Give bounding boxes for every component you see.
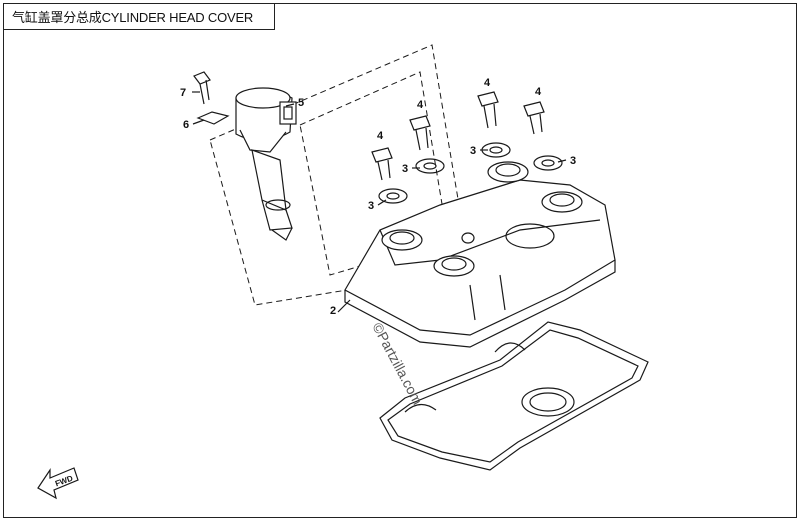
coil-bracket [196, 111, 230, 125]
partzilla-watermark: ©Partzilla.com [369, 320, 426, 407]
cylinder-head-cover [344, 161, 616, 348]
callout-2: 2 [330, 305, 336, 317]
cover-bolt-4 [523, 101, 545, 135]
washer-1 [378, 188, 408, 204]
callout-5: 5 [298, 97, 304, 109]
callout-4-c: 4 [484, 77, 491, 89]
forward-arrow-icon: FWD [37, 467, 79, 500]
coil-assembly-dashed-outline [209, 44, 471, 306]
washer-4 [533, 155, 563, 171]
callout-4-b: 4 [417, 99, 424, 111]
cover-bolt-2 [409, 115, 431, 151]
callout-4-a: 4 [377, 130, 384, 142]
ignition-coil [235, 87, 297, 241]
coil-bolt [193, 71, 211, 105]
cover-bolt-3 [477, 91, 499, 129]
washer-2 [415, 158, 445, 174]
callout-6: 6 [183, 119, 189, 131]
callout-3-d: 3 [570, 155, 576, 167]
cover-bolt-1 [371, 147, 393, 181]
callout-3-c: 3 [470, 145, 476, 157]
callout-7: 7 [180, 87, 186, 99]
callout-3-a: 3 [368, 200, 374, 212]
head-cover-gasket [379, 321, 649, 471]
diagram-title: 气缸盖罩分总成CYLINDER HEAD COVER [3, 3, 275, 30]
callout-3-b: 3 [402, 163, 408, 175]
diagram-frame [3, 3, 797, 518]
callout-4-d: 4 [535, 86, 542, 98]
